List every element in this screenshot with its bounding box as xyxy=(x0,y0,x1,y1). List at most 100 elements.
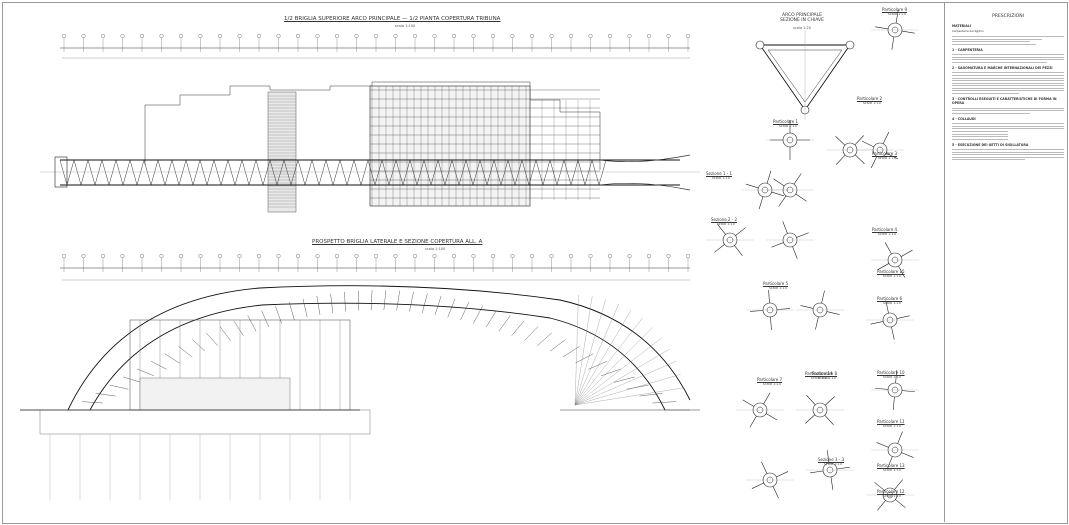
line-mark xyxy=(886,152,899,160)
tribune-base xyxy=(139,377,291,411)
line-mark xyxy=(896,315,910,319)
line-mark xyxy=(219,326,231,341)
grid-bubble xyxy=(315,34,320,39)
support-block xyxy=(54,156,68,188)
detail-label: Particolare 11 xyxy=(877,419,905,424)
line-mark xyxy=(885,300,889,314)
line-mark xyxy=(206,332,218,346)
line-mark xyxy=(73,159,82,186)
line-mark xyxy=(241,159,250,186)
line-mark xyxy=(150,159,159,186)
line-mark xyxy=(311,159,320,186)
grid-bubble xyxy=(686,253,691,258)
line-mark xyxy=(549,339,566,352)
line-mark xyxy=(262,159,271,186)
line-mark xyxy=(574,374,681,406)
line-mark xyxy=(750,310,764,312)
line-mark xyxy=(178,346,193,358)
line-mark xyxy=(422,293,428,314)
line-mark xyxy=(574,295,579,406)
line-mark xyxy=(486,159,495,186)
line-mark xyxy=(601,368,621,376)
roof-outline xyxy=(144,81,601,170)
line-mark xyxy=(793,173,802,185)
line-mark xyxy=(472,159,481,186)
line-mark xyxy=(570,159,579,186)
line-mark xyxy=(542,159,551,186)
line-mark xyxy=(810,470,824,474)
grid-bubble xyxy=(608,253,613,258)
line-mark xyxy=(898,265,906,278)
arch-section xyxy=(755,30,855,120)
detail-scale: scala 1:10 xyxy=(883,424,901,428)
line-mark xyxy=(870,321,884,325)
line-mark xyxy=(521,159,530,186)
line-mark xyxy=(234,159,243,186)
line-mark xyxy=(796,232,809,238)
grid-bubble xyxy=(296,34,301,39)
line-mark xyxy=(473,305,483,324)
grid-bubble xyxy=(452,34,457,39)
line-mark xyxy=(598,159,607,186)
line-mark xyxy=(383,290,387,311)
grid-bubble xyxy=(120,34,125,39)
grid-bubble xyxy=(393,253,398,258)
line-mark xyxy=(901,390,915,393)
line-mark xyxy=(80,159,89,186)
line-mark xyxy=(528,159,537,186)
line-mark xyxy=(206,159,215,186)
line-mark xyxy=(447,298,456,318)
line-mark xyxy=(584,159,593,186)
grid-bubble xyxy=(81,34,86,39)
grid-bubble xyxy=(666,253,671,258)
line-mark xyxy=(434,295,442,315)
line-mark xyxy=(460,302,470,321)
line-mark xyxy=(574,327,653,406)
line-mark xyxy=(766,170,772,184)
line-mark xyxy=(297,159,306,186)
line-mark xyxy=(330,293,333,313)
line-mark xyxy=(894,479,903,490)
line-mark xyxy=(66,159,75,186)
line-mark xyxy=(485,310,497,328)
line-mark xyxy=(891,326,895,340)
grid-bubble xyxy=(62,253,67,258)
grid-bubble xyxy=(139,253,144,258)
line-mark xyxy=(247,315,257,332)
line-mark xyxy=(81,401,103,404)
line-mark xyxy=(164,159,173,186)
detail-label: Particolare 9 xyxy=(882,7,908,12)
line-mark xyxy=(374,159,383,186)
line-mark xyxy=(887,456,893,469)
line-mark xyxy=(815,316,819,330)
line-mark xyxy=(892,396,895,410)
line-mark xyxy=(451,159,460,186)
line-mark xyxy=(806,395,816,406)
line-mark xyxy=(574,361,677,406)
line-mark xyxy=(900,249,913,257)
line-mark xyxy=(332,159,341,186)
line-mark xyxy=(157,159,166,186)
line-mark xyxy=(109,384,129,390)
line-mark xyxy=(192,159,201,186)
line-mark xyxy=(877,500,886,511)
grid-bubble xyxy=(237,34,242,39)
line-mark xyxy=(563,159,572,186)
line-mark xyxy=(344,291,346,312)
line-mark xyxy=(137,368,154,376)
line-mark xyxy=(288,302,295,321)
grid-bubble xyxy=(588,253,593,258)
grid-bubble xyxy=(159,34,164,39)
line-mark xyxy=(574,303,619,406)
grid-bubble xyxy=(139,34,144,39)
line-mark xyxy=(742,399,755,407)
grid-bubble xyxy=(335,34,340,39)
grid-bubble xyxy=(81,253,86,258)
roof-grid xyxy=(369,85,531,207)
line-mark xyxy=(714,244,725,253)
line-mark xyxy=(591,159,600,186)
line-mark xyxy=(574,299,606,406)
detail-label: Sezione 1 - 1 xyxy=(706,171,733,176)
line-mark xyxy=(227,159,236,186)
grid-bubble xyxy=(374,34,379,39)
